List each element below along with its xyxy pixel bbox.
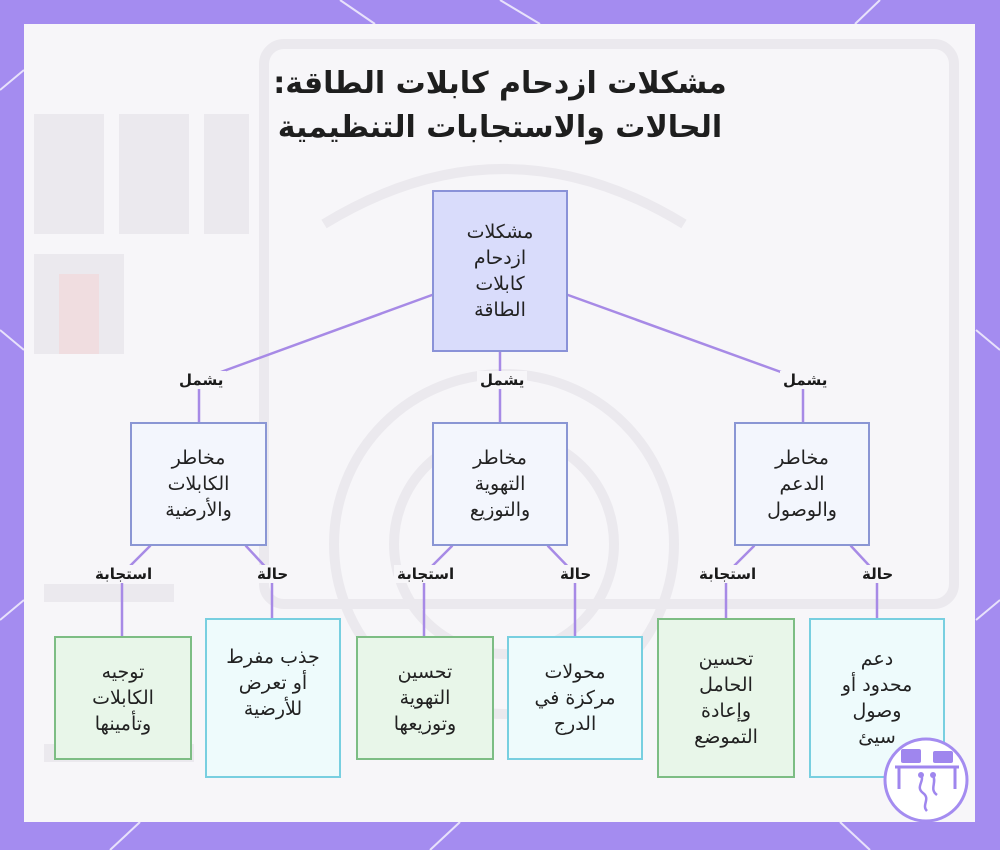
leaf-node-line: وتأمينها xyxy=(94,713,152,735)
connector-root-cables xyxy=(197,293,434,382)
diagram-title: مشكلات ازدحام كابلات الطاقة: الحالات وال… xyxy=(150,62,850,150)
leaf-node-line: جذب مفرط xyxy=(226,646,320,668)
category-node-line: والتوزيع xyxy=(469,499,531,521)
category-node-line: مخاطر xyxy=(473,447,527,469)
category-node-line: والوصول xyxy=(767,499,837,521)
root-node-line: ازدحام xyxy=(473,247,527,269)
category-node-line: مخاطر xyxy=(775,447,829,469)
edge-label-response: استجابة xyxy=(696,565,760,583)
category-node-support: مخاطر الدعم والوصول xyxy=(734,422,870,546)
category-node-line: الدعم xyxy=(779,473,825,495)
response-node-cables: توجيه الكابلات وتأمينها xyxy=(54,636,192,760)
leaf-node-line: وصول xyxy=(852,700,902,722)
edge-label-case: حالة xyxy=(859,565,897,583)
leaf-node-line: تحسين xyxy=(397,661,453,683)
edge-label-response: استجابة xyxy=(394,565,458,583)
leaf-node-line: أو تعرض xyxy=(238,672,308,694)
edge-label-case: حالة xyxy=(254,565,292,583)
leaf-node-line: محولات xyxy=(544,661,606,683)
connector-root-support xyxy=(566,293,805,382)
case-node-cables: جذب مفرط أو تعرض للأرضية xyxy=(205,618,341,778)
category-node-ventilation: مخاطر التهوية والتوزيع xyxy=(432,422,568,546)
leaf-node-line: وتوزيعها xyxy=(393,713,457,735)
leaf-node-line: تحسين xyxy=(698,648,754,670)
edge-label-includes: يشمل xyxy=(780,371,831,389)
response-node-support: تحسين الحامل وإعادة التموضع xyxy=(657,618,795,778)
leaf-node-line: الحامل xyxy=(699,674,753,696)
category-node-line: الكابلات xyxy=(167,473,230,495)
edge-label-case: حالة xyxy=(557,565,595,583)
response-node-ventilation: تحسين التهوية وتوزيعها xyxy=(356,636,494,760)
leaf-node-line: سيئ xyxy=(858,726,896,748)
case-node-ventilation: محولات مركزة في الدرج xyxy=(507,636,643,760)
leaf-node-line: الدرج xyxy=(553,713,597,735)
leaf-node-line: محدود أو xyxy=(841,674,913,696)
category-node-cables: مخاطر الكابلات والأرضية xyxy=(130,422,267,546)
category-node-line: التهوية xyxy=(474,473,526,495)
title-line-2: الحالات والاستجابات التنظيمية xyxy=(277,110,723,145)
category-node-line: مخاطر xyxy=(171,447,226,469)
leaf-node-line: وإعادة xyxy=(701,700,751,722)
leaf-node-line: التهوية xyxy=(399,687,451,709)
workspace-logo-icon xyxy=(883,737,969,823)
leaf-node-line: توجيه xyxy=(101,661,145,683)
category-node-line: والأرضية xyxy=(165,499,232,521)
leaf-node-line: مركزة في xyxy=(534,687,616,709)
leaf-node-line: الكابلات xyxy=(92,687,154,709)
title-line-1: مشكلات ازدحام كابلات الطاقة: xyxy=(273,66,727,101)
edge-label-includes: يشمل xyxy=(176,371,227,389)
leaf-node-line: التموضع xyxy=(694,726,758,748)
edge-label-includes: يشمل xyxy=(477,371,528,389)
edge-label-response: استجابة xyxy=(92,565,156,583)
root-node-line: كابلات xyxy=(475,273,525,295)
root-node: مشكلات ازدحام كابلات الطاقة xyxy=(432,190,568,352)
root-node-line: الطاقة xyxy=(474,299,526,321)
root-node-line: مشكلات xyxy=(466,221,534,243)
leaf-node-line: دعم xyxy=(860,648,894,670)
leaf-node-line: للأرضية xyxy=(243,698,303,720)
